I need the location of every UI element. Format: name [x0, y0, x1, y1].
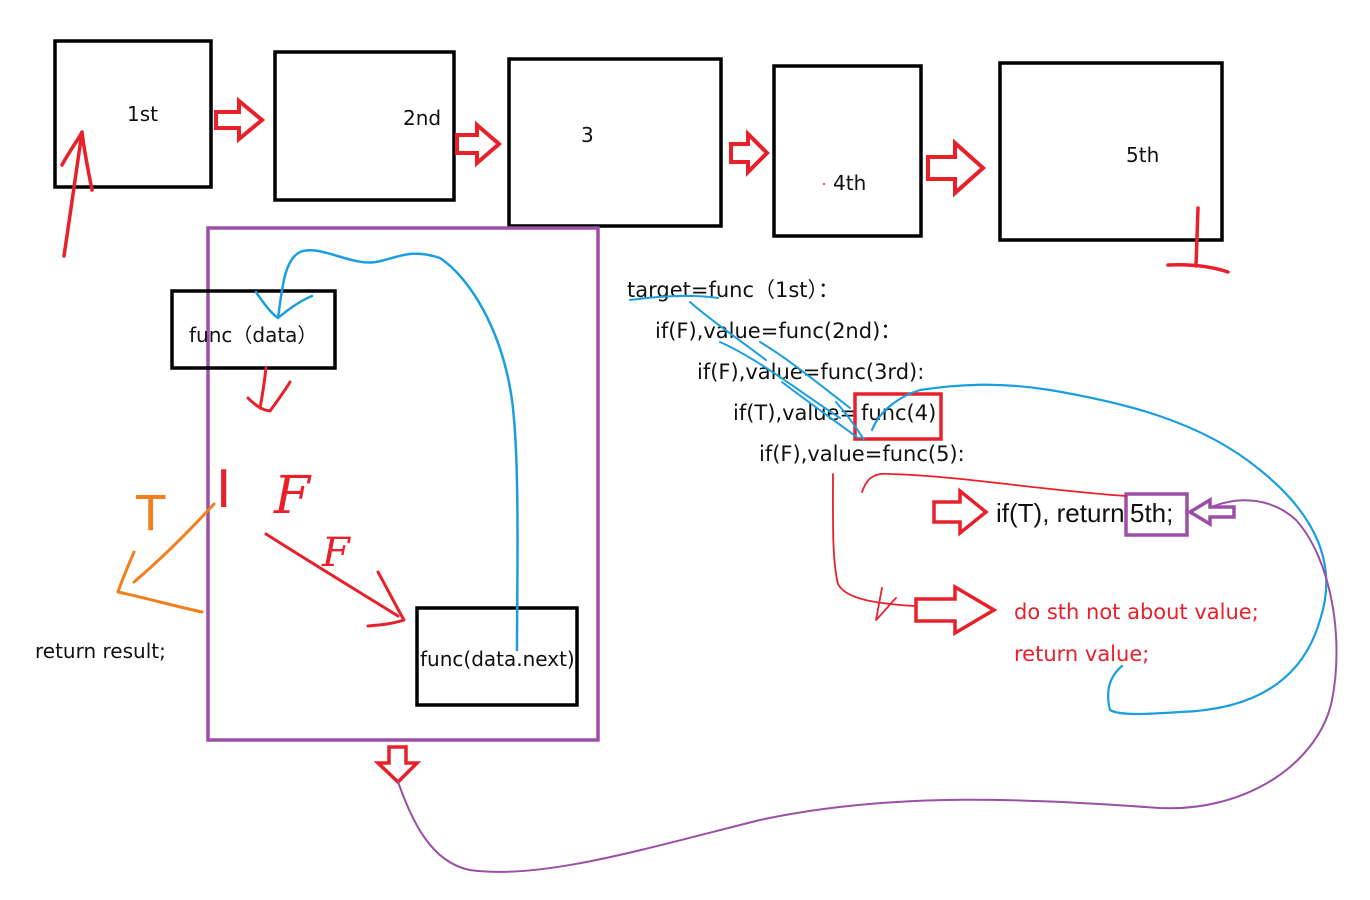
false-branch-arrow [264, 532, 406, 628]
if-letter-i: I [216, 460, 231, 520]
node-label-4: 4th [833, 171, 866, 195]
trace-line-3: if(F),value=func(3rd): [697, 360, 924, 384]
list-node-1: 1st [53, 39, 213, 189]
node-label-3: 3 [581, 123, 594, 147]
after-return-line-1: do sth not about value; [1014, 600, 1259, 624]
next-arrow-3 [729, 129, 770, 177]
next-call-label: func(data.next) [420, 647, 575, 671]
frame-exit-arrow [373, 745, 422, 785]
true-branch: T [116, 486, 216, 614]
trace-line-1: target=func（1st）： [627, 278, 839, 302]
recursion-loop-arrow [254, 249, 519, 652]
after-return-line-2: return value; [1014, 642, 1149, 666]
if-letter-f: F [273, 466, 312, 526]
base-case-value-box [1124, 492, 1189, 537]
node-label-1: 1st [127, 102, 158, 126]
trace-line-2: if(F),value=func(2nd)： [655, 319, 901, 343]
list-node-5: 5th [998, 61, 1224, 242]
function-frame [206, 226, 600, 742]
after-return-arrow [914, 583, 998, 637]
func-call-label: func（data） [189, 323, 317, 347]
next-pointer-arrows [214, 96, 987, 198]
node-label-2: 2nd [403, 106, 441, 130]
highlight-call-box [853, 392, 943, 441]
call-to-base-connector [861, 472, 1127, 497]
next-arrow-4 [926, 138, 987, 198]
base-case-return-arrow [1186, 496, 1236, 528]
list-node-3: 3 [507, 57, 723, 228]
null-terminator-mark [1166, 206, 1230, 274]
base-case-value: 5th; [1130, 498, 1173, 528]
linked-list: 1st 2nd 3 4th 5th [53, 39, 1224, 242]
start-pointer-arrow [60, 130, 94, 258]
if-handwriting: I F [216, 460, 312, 526]
trace-line-5: if(F),value=func(5): [759, 442, 965, 466]
after-return-connector [832, 473, 917, 621]
return-value-loop [870, 383, 1328, 716]
base-case-arrow [932, 487, 989, 537]
list-node-4: 4th [772, 64, 923, 238]
next-call-box: func(data.next) [415, 606, 579, 707]
false-branch: F [264, 530, 406, 628]
list-node-2: 2nd [273, 50, 456, 202]
highlight-call-label: func(4) [861, 401, 936, 425]
base-case-text: if(T), return [996, 498, 1125, 528]
false-branch-label: F [321, 530, 351, 576]
trace-chain-strokes [629, 294, 865, 441]
func-call-box: func（data） [170, 289, 337, 370]
next-arrow-1 [214, 96, 266, 144]
true-branch-label: T [135, 486, 166, 542]
next-arrow-2 [455, 120, 503, 168]
node-label-5: 5th [1126, 143, 1159, 167]
recursion-trace: target=func（1st）： if(F),value=func(2nd)：… [627, 278, 965, 466]
true-branch-arrow [116, 502, 216, 614]
call-down-arrow [246, 366, 292, 413]
return-to-caller-path [397, 499, 1338, 873]
return-result-text: return result; [35, 639, 166, 663]
